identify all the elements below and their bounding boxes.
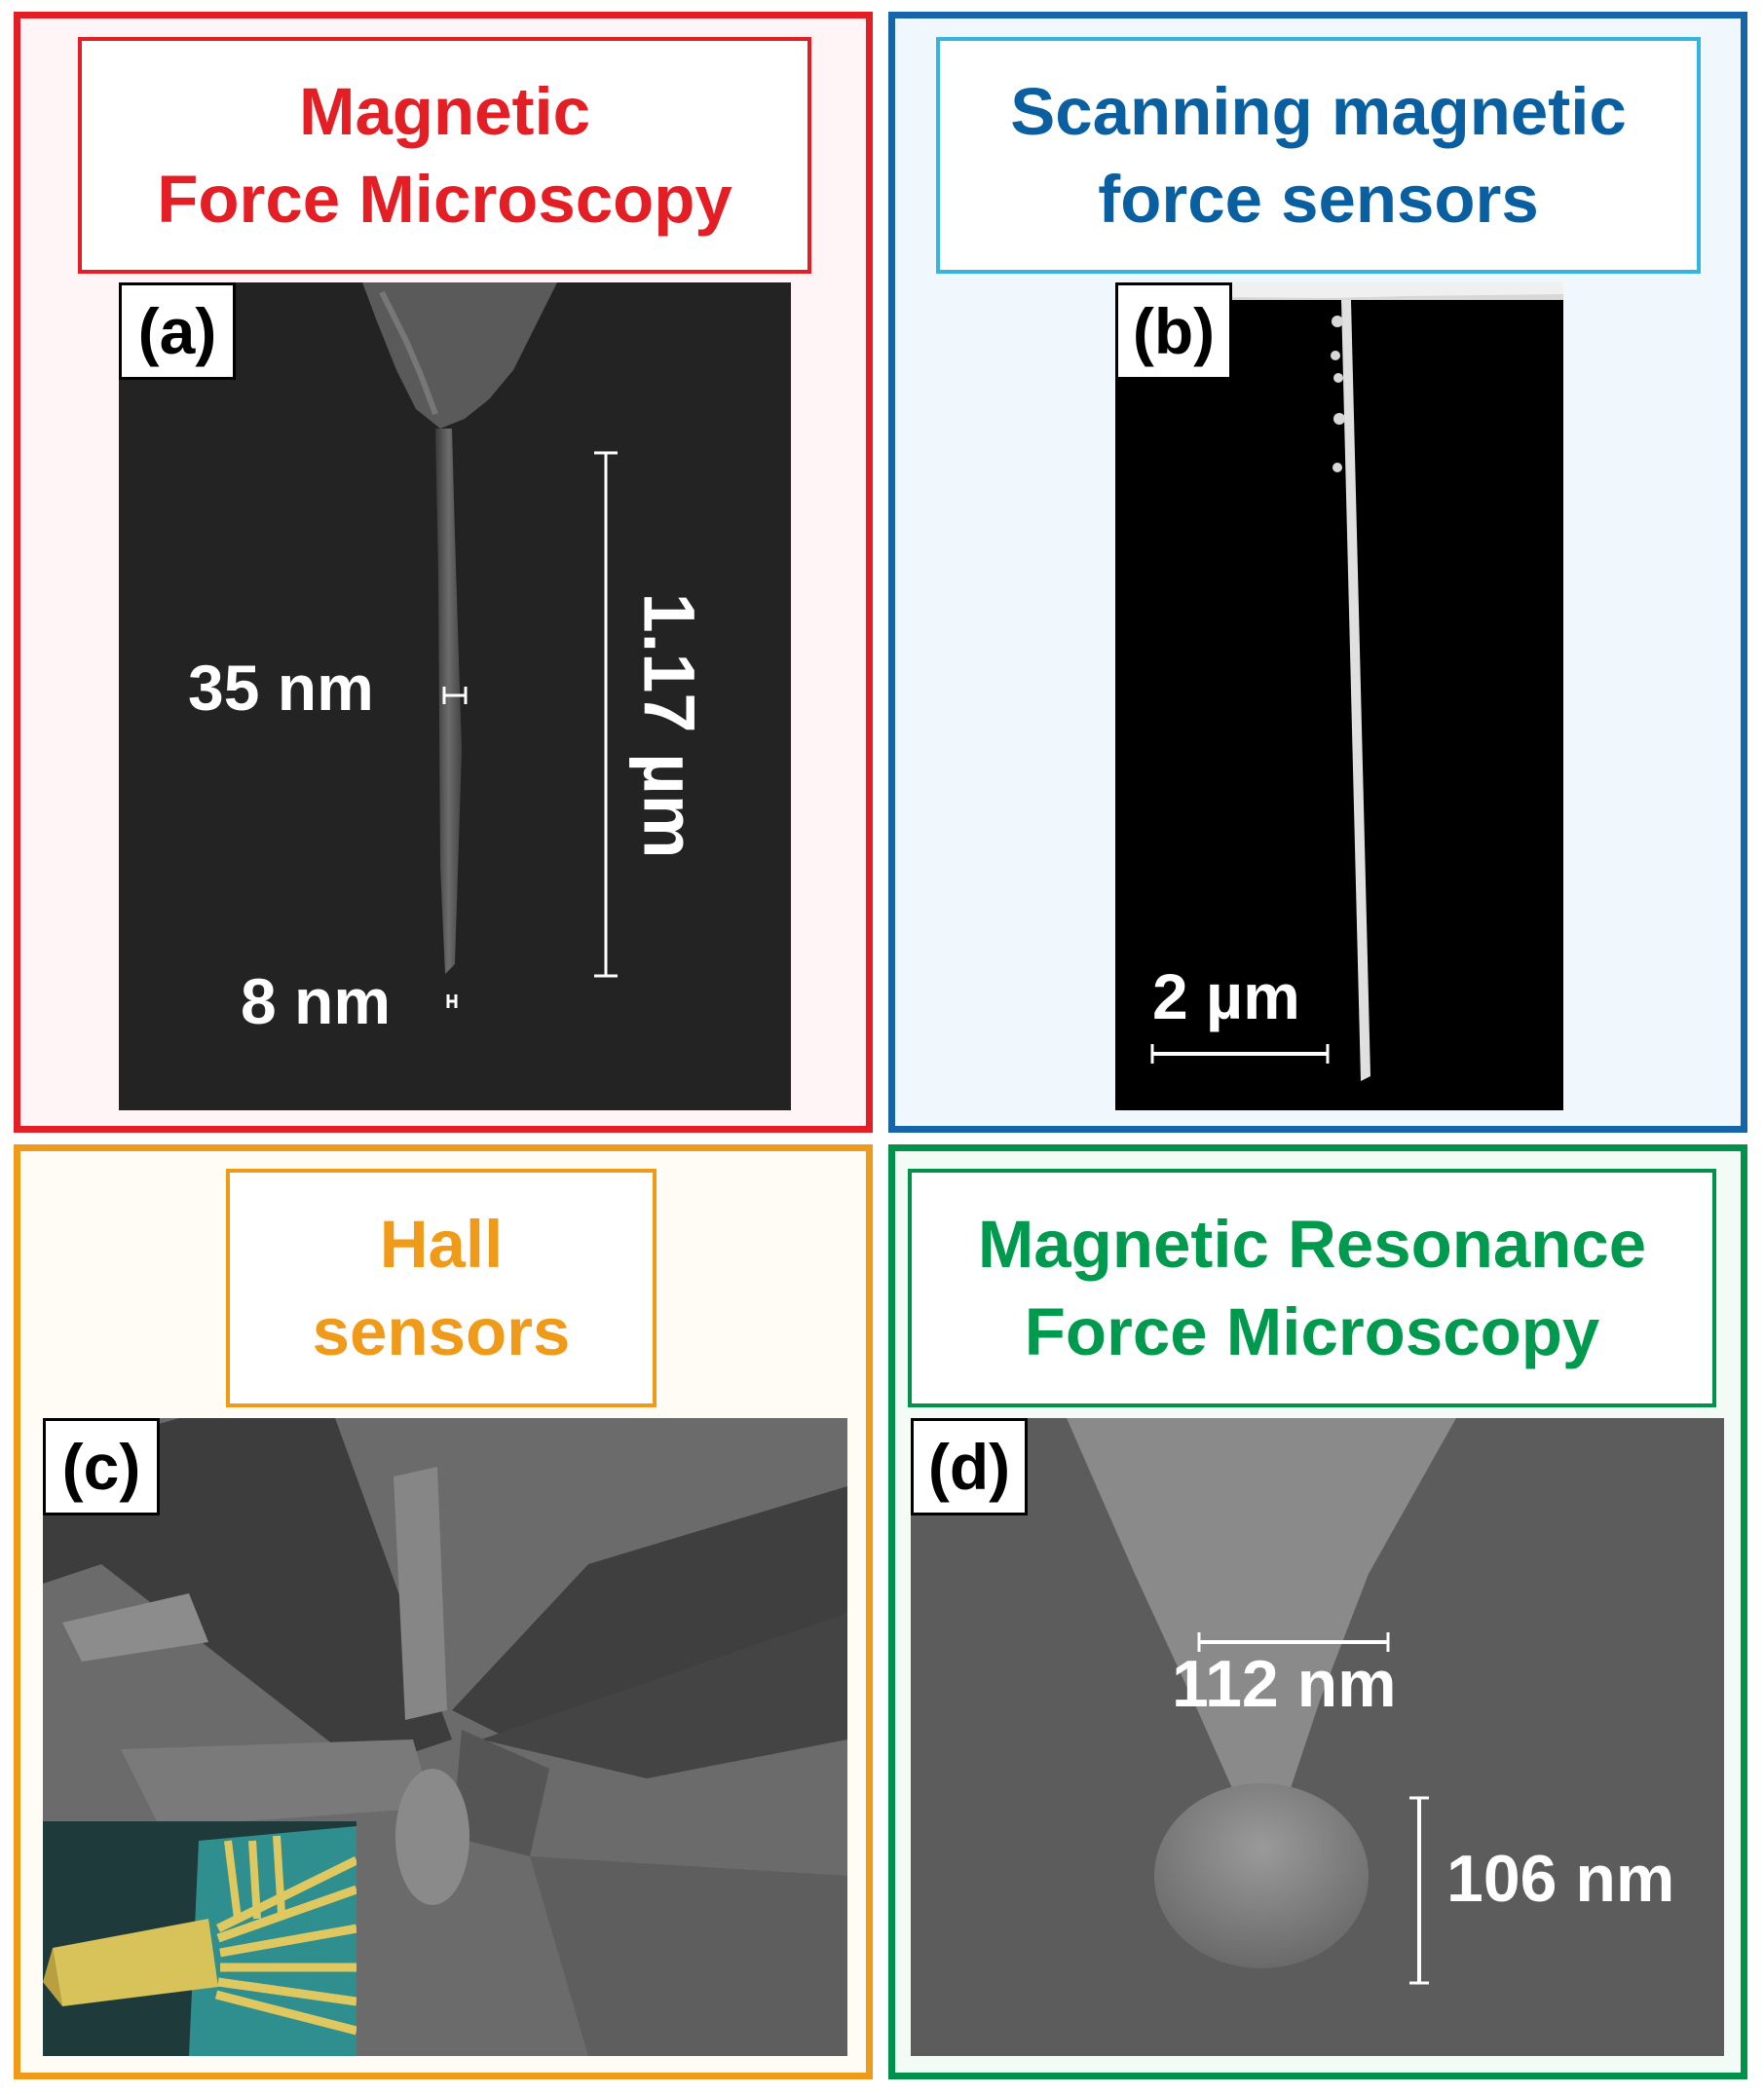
- smfs-cantilever: [1341, 300, 1370, 1081]
- hall-sem-image: [43, 1418, 847, 2056]
- panel-b-label: (b): [1115, 282, 1232, 380]
- mfm-tip-label: 8 nm: [241, 965, 392, 1037]
- panel-d-title-line1: Magnetic Resonance: [977, 1206, 1647, 1282]
- mfm-sem-image: [119, 282, 791, 1110]
- panel-d-label: (d): [911, 1418, 1028, 1515]
- smfs-scale-label: 2 µm: [1152, 960, 1300, 1032]
- panel-c-label: (c): [43, 1418, 160, 1515]
- mfm-length-label: 1.17 µm: [628, 592, 710, 859]
- mrfm-width-label: 112 nm: [1172, 1647, 1397, 1721]
- panel-a-title-line2: Force Microscopy: [157, 161, 732, 237]
- panel-c-title: Hall sensors: [226, 1169, 657, 1407]
- mfm-tip-base: [362, 282, 557, 429]
- panel-b-title-line2: force sensors: [1098, 161, 1539, 237]
- mfm-nanowire: [435, 429, 462, 974]
- panel-a-title-line1: Magnetic: [298, 73, 591, 149]
- mrfm-height-label: 106 nm: [1446, 1842, 1675, 1916]
- panel-d-title-line2: Force Microscopy: [1024, 1293, 1600, 1369]
- panel-a-label: (a): [119, 282, 236, 380]
- mrfm-cantilever: [1067, 1418, 1456, 1788]
- panel-d-title: Magnetic Resonance Force Microscopy: [908, 1169, 1716, 1407]
- mrfm-sphere: [1154, 1783, 1369, 1968]
- mfm-width-label: 35 nm: [188, 652, 374, 724]
- panel-c-title-line1: Hall: [379, 1206, 504, 1282]
- hall-device-photo: [43, 1821, 357, 2056]
- mrfm-sem-image: [911, 1418, 1724, 2056]
- panel-b-title-line1: Scanning magnetic: [1010, 73, 1627, 149]
- panel-a-title: Magnetic Force Microscopy: [78, 37, 811, 274]
- panel-b-title: Scanning magnetic force sensors: [936, 37, 1701, 274]
- panel-c-title-line2: sensors: [312, 1293, 571, 1369]
